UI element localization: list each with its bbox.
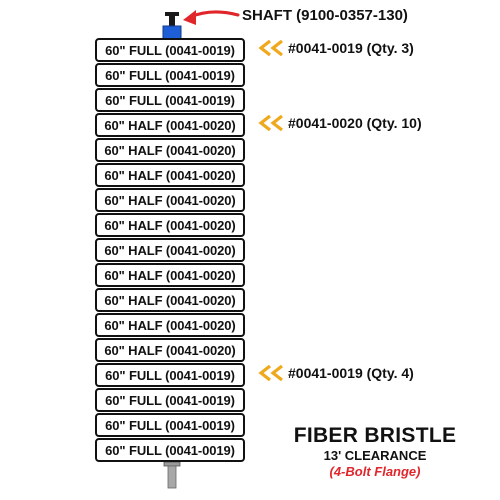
segment-half: 60" HALF (0041-0020) — [95, 263, 245, 287]
double-chevron-left-icon — [258, 365, 283, 381]
segment-half: 60" HALF (0041-0020) — [95, 138, 245, 162]
part-callout: #0041-0019 (Qty. 3) — [258, 40, 414, 56]
segment-full: 60" FULL (0041-0019) — [95, 413, 245, 437]
segment-full: 60" FULL (0041-0019) — [95, 438, 245, 462]
segment-full: 60" FULL (0041-0019) — [95, 38, 245, 62]
flange-label: (4-Bolt Flange) — [329, 464, 421, 479]
title-block: FIBER BRISTLE 13' CLEARANCE (4-Bolt Flan… — [290, 424, 460, 480]
segment-half: 60" HALF (0041-0020) — [95, 313, 245, 337]
segment-full: 60" FULL (0041-0019) — [95, 388, 245, 412]
segment-half: 60" HALF (0041-0020) — [95, 188, 245, 212]
double-chevron-left-icon — [258, 115, 283, 131]
clearance-label: 13' CLEARANCE — [323, 448, 427, 463]
segment-full: 60" FULL (0041-0019) — [95, 63, 245, 87]
segment-half: 60" HALF (0041-0020) — [95, 213, 245, 237]
segment-full: 60" FULL (0041-0019) — [95, 363, 245, 387]
shaft-label: SHAFT (9100-0357-130) — [242, 7, 408, 24]
part-callout-text: #0041-0019 (Qty. 3) — [288, 40, 414, 56]
segment-full: 60" FULL (0041-0019) — [95, 88, 245, 112]
shaft-bottom — [163, 461, 181, 467]
segment-half: 60" HALF (0041-0020) — [95, 288, 245, 312]
part-callout-text: #0041-0019 (Qty. 4) — [288, 365, 414, 381]
part-callout: #0041-0020 (Qty. 10) — [258, 115, 422, 131]
brush-title: FIBER BRISTLE — [293, 424, 457, 447]
double-chevron-left-icon — [258, 40, 283, 56]
shaft-bottom-rod — [167, 465, 177, 489]
part-callout-text: #0041-0020 (Qty. 10) — [288, 115, 422, 131]
segment-half: 60" HALF (0041-0020) — [95, 238, 245, 262]
segment-half: 60" HALF (0041-0020) — [95, 163, 245, 187]
shaft-arrow — [188, 10, 240, 19]
shaft-top-collar — [165, 12, 179, 16]
segment-half: 60" HALF (0041-0020) — [95, 338, 245, 362]
segment-half: 60" HALF (0041-0020) — [95, 113, 245, 137]
part-callout: #0041-0019 (Qty. 4) — [258, 365, 414, 381]
shaft-top-stub — [169, 14, 175, 28]
shaft-arrowhead — [183, 10, 196, 25]
